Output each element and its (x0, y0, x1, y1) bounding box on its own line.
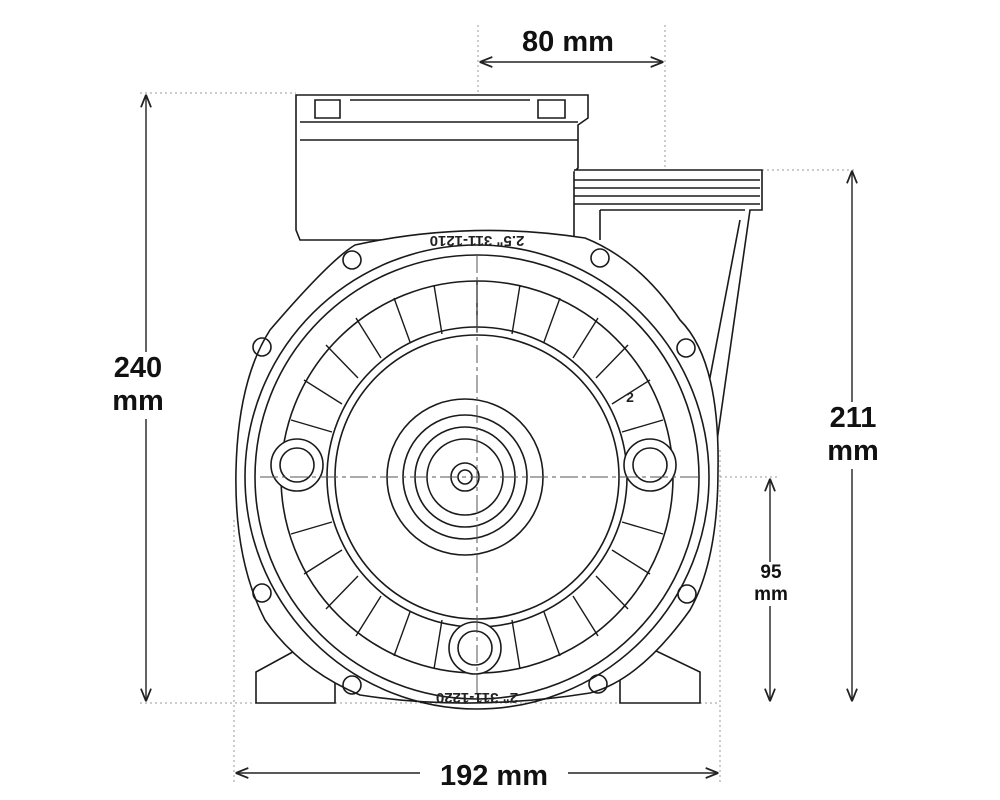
cooling-ribs (290, 281, 664, 673)
centerlines (260, 255, 700, 700)
height-total-label: 240 mm (100, 352, 176, 419)
side-marking: 2 (626, 389, 634, 405)
height-total-value: 240 (113, 352, 163, 384)
width-total-label: 192 mm (420, 760, 568, 794)
bolt-holes (252, 248, 697, 695)
pump-body (235, 94, 763, 710)
height-outlet-unit: mm (827, 435, 879, 468)
shaft-height-label: 95 mm (744, 562, 798, 606)
shaft-height-value: 95 (760, 562, 782, 583)
outlet-offset-label: 80 mm (505, 26, 631, 60)
terminal-box (295, 94, 589, 241)
height-outlet-value: 211 (829, 402, 877, 434)
height-outlet-label: 211 mm (815, 402, 891, 469)
shaft-height-unit: mm (754, 583, 788, 605)
drain-ports (270, 438, 677, 675)
top-flange-marking: 2.5" 311-1210 (430, 232, 525, 249)
height-total-unit: mm (112, 385, 164, 418)
bottom-flange-marking: 2" 311-1220 (436, 689, 518, 706)
